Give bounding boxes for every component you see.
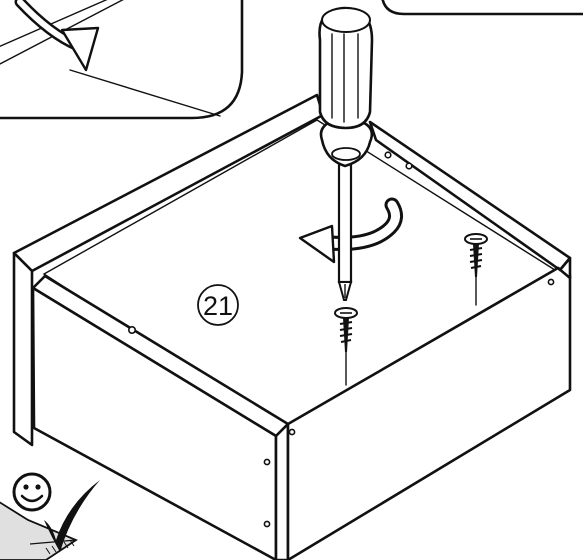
dowel-hole [384, 151, 392, 159]
detail-inset-right [381, 0, 583, 16]
step-number: 21 [203, 291, 233, 321]
screwdriver-icon [318, 6, 374, 301]
screw-icon [464, 233, 488, 306]
curved-arrow-icon [14, 0, 100, 72]
step-number-badge: 21 [197, 284, 239, 326]
dowel-hole [263, 520, 271, 528]
dowel-hole [263, 458, 271, 466]
dowel-hole [547, 278, 555, 286]
screw-icon [334, 307, 358, 386]
dowel-hole [128, 325, 137, 334]
smiley-icon [12, 472, 52, 512]
dowel-hole [288, 428, 296, 436]
detail-inset-left [0, 0, 244, 120]
dowel-hole [405, 162, 413, 170]
drawer-box [12, 93, 572, 560]
checkmark-icon [44, 480, 100, 552]
